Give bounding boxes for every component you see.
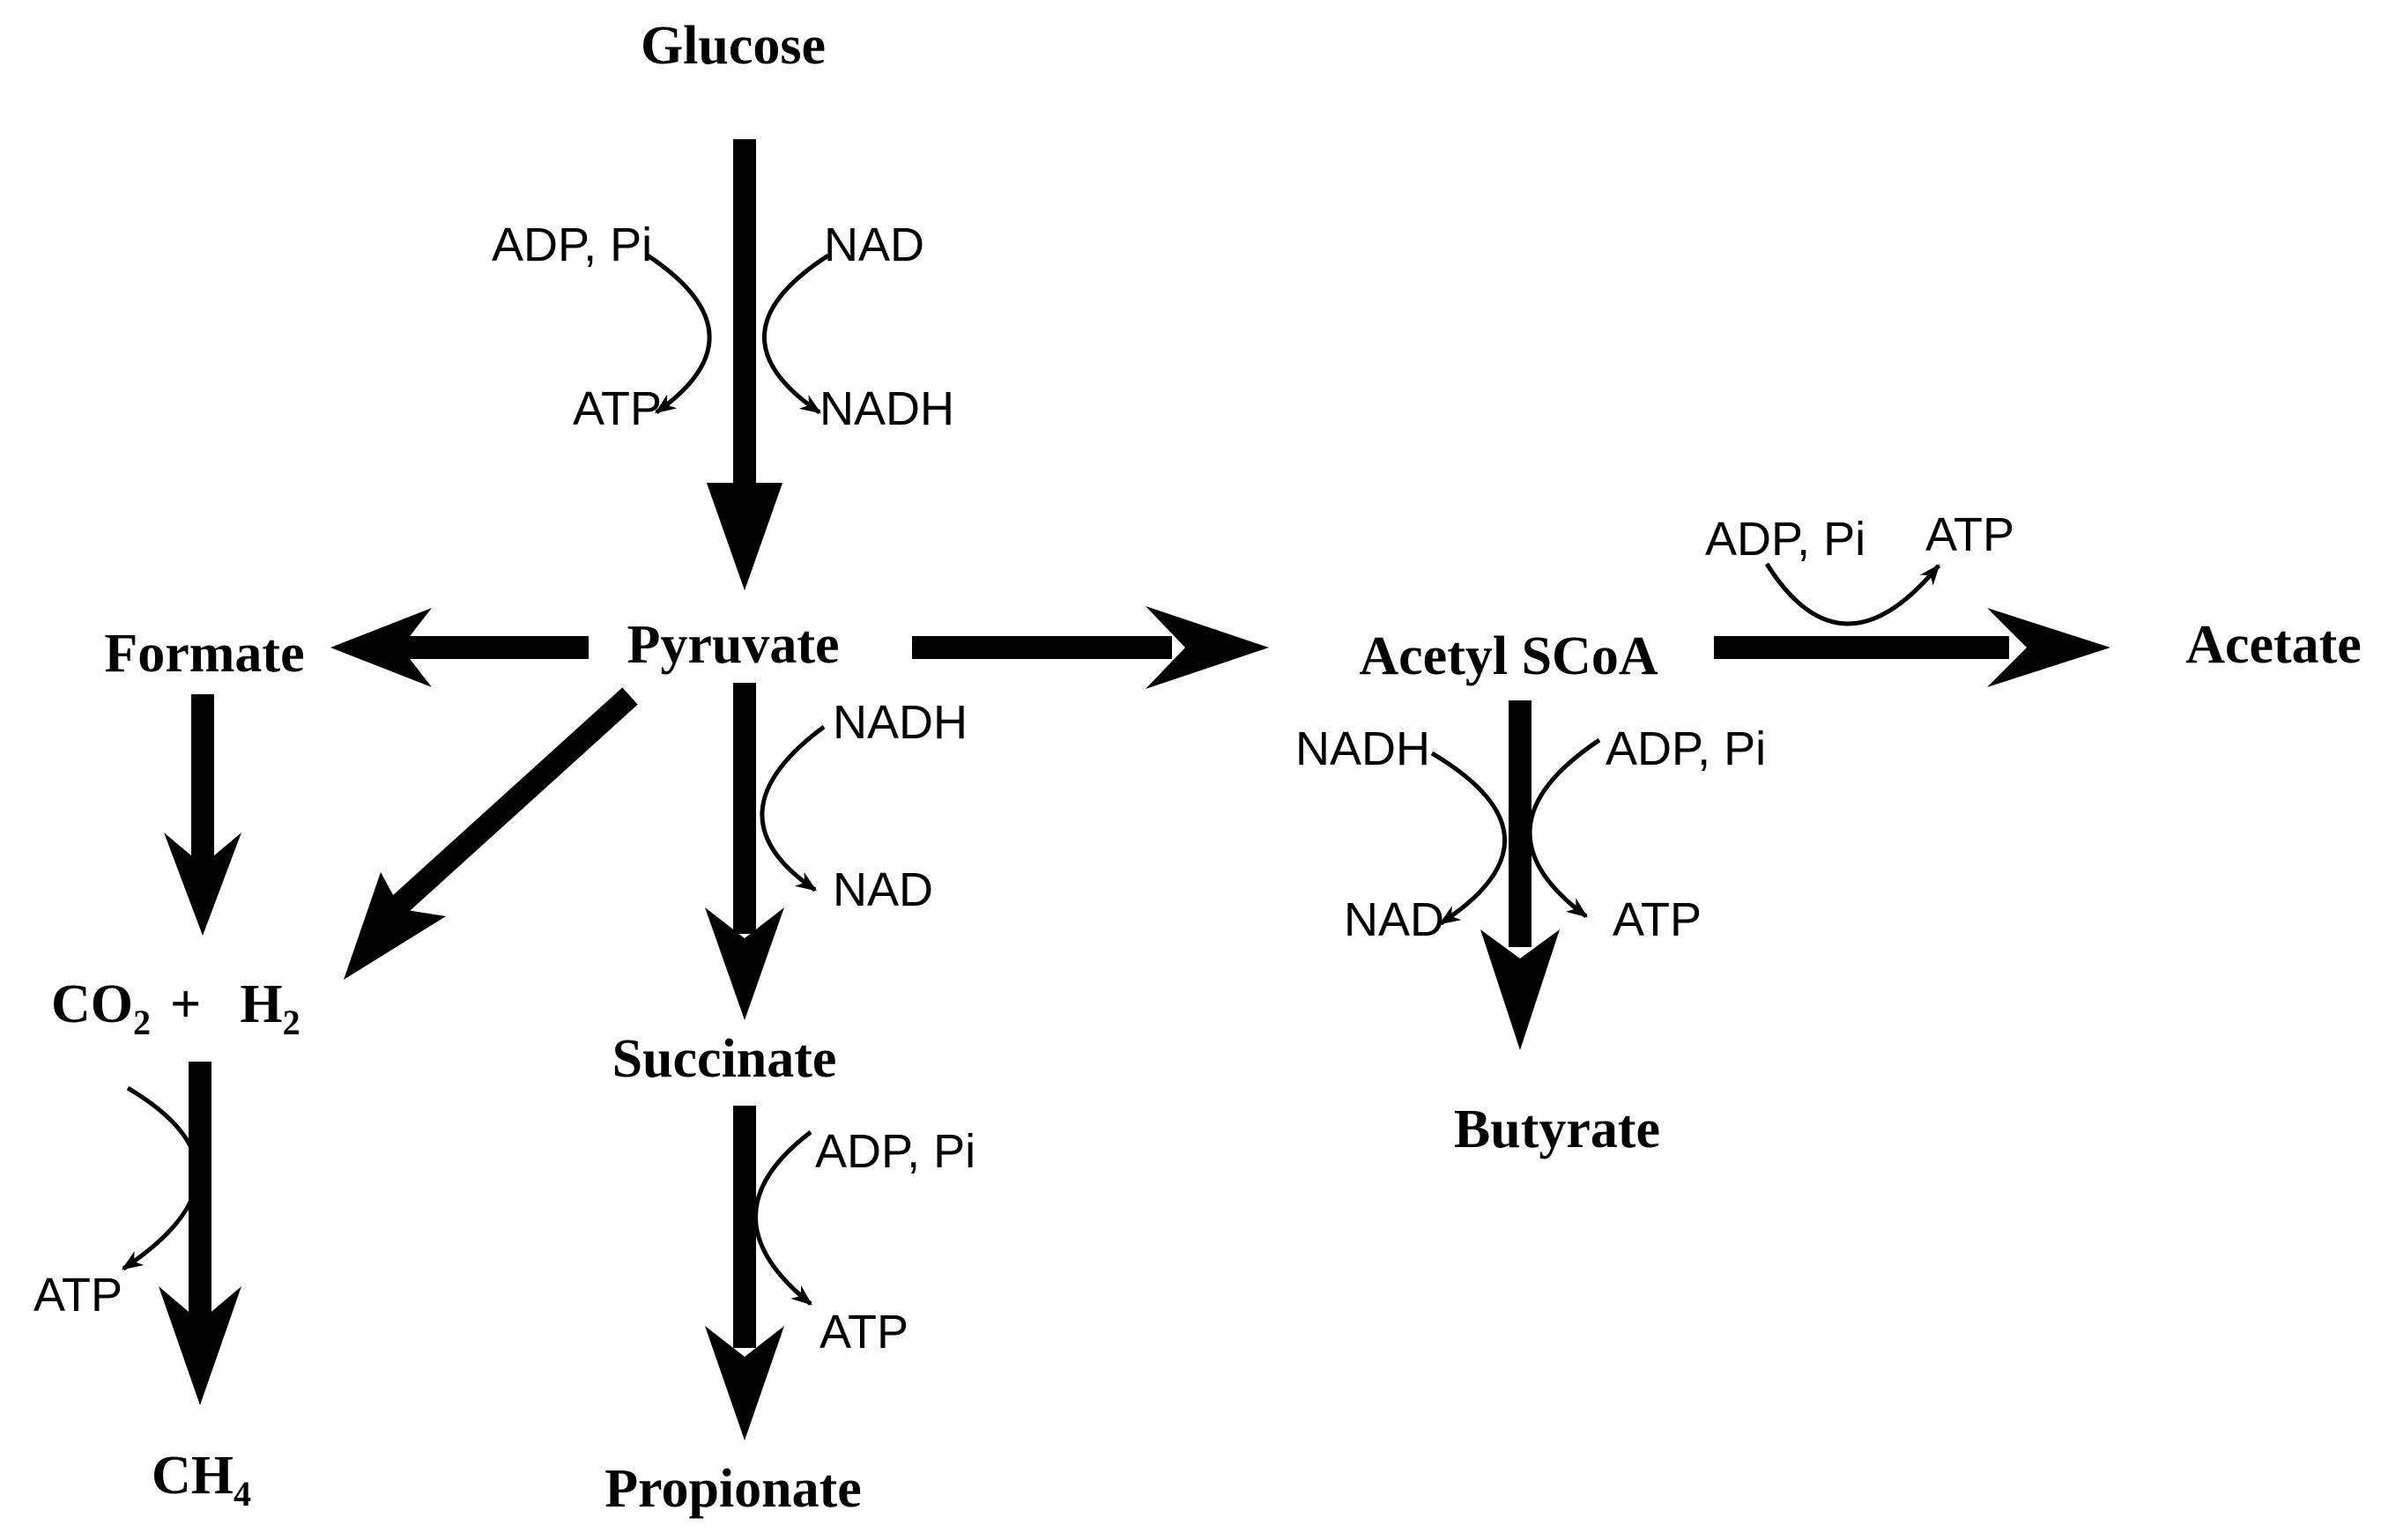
arrow-succinate-to-propionate xyxy=(705,1106,784,1440)
butyrate-cofactors: NADH ADP, Pi NAD ATP xyxy=(1295,722,1766,946)
butyrate-nad: NAD xyxy=(1344,893,1444,946)
glycolysis-nad: NAD xyxy=(824,218,924,271)
succinate-cofactors: NADH NAD xyxy=(760,696,968,916)
formate-label: Formate xyxy=(104,624,304,684)
methane-cofactors: ATP xyxy=(33,1085,200,1322)
arrow-co2-h2-to-methane xyxy=(159,1062,241,1405)
arrow-formate-to-co2-h2 xyxy=(164,694,241,936)
svg-text:CH4: CH4 xyxy=(152,1446,251,1514)
butyrate-nadh: NADH xyxy=(1295,722,1430,775)
glycolysis-cofactors: ADP, Pi NAD ATP NADH xyxy=(492,218,954,435)
butyrate-atp: ATP xyxy=(1613,893,1702,946)
succinate-nad: NAD xyxy=(833,863,933,916)
succinate-nadh: NADH xyxy=(833,696,968,749)
arrow-acetyl-scoa-to-acetate xyxy=(1714,608,2110,687)
glycolysis-adp-pi: ADP, Pi xyxy=(492,218,652,271)
propionate-adp-pi: ADP, Pi xyxy=(815,1125,975,1178)
co2-h2-label: CO2+H2 xyxy=(51,974,300,1042)
arrow-glucose-to-pyruvate xyxy=(707,139,782,590)
butyrate-label: Butyrate xyxy=(1454,1099,1660,1159)
arrow-pyruvate-to-acetyl-scoa xyxy=(912,606,1269,689)
glycolysis-nadh: NADH xyxy=(820,382,954,435)
glycolysis-atp: ATP xyxy=(573,382,662,435)
acetyl-scoa-label: Acetyl SCoA xyxy=(1359,626,1658,686)
methane-label: CH4 xyxy=(152,1446,251,1514)
propionate-label: Propionate xyxy=(604,1459,862,1519)
propionate-atp: ATP xyxy=(820,1306,909,1359)
butyrate-adp-pi: ADP, Pi xyxy=(1606,722,1766,775)
methane-atp: ATP xyxy=(33,1269,122,1322)
acetate-adp-pi: ADP, Pi xyxy=(1705,513,1865,566)
acetate-cofactors: ADP, Pi ATP xyxy=(1705,508,2014,626)
propionate-cofactors: ADP, Pi ATP xyxy=(753,1125,975,1359)
acetate-atp: ATP xyxy=(1925,508,2014,561)
arrow-pyruvate-to-co2-h2 xyxy=(344,687,638,980)
glucose-label: Glucose xyxy=(641,16,826,76)
pyruvate-label: Pyruvate xyxy=(627,615,839,675)
succinate-label: Succinate xyxy=(612,1029,837,1089)
acetate-label: Acetate xyxy=(2185,615,2362,675)
arrow-acetyl-scoa-to-butyrate xyxy=(1480,700,1560,1050)
arrow-pyruvate-to-formate xyxy=(330,608,589,687)
svg-text:CO2+H2: CO2+H2 xyxy=(51,974,300,1042)
arrow-pyruvate-to-succinate xyxy=(705,683,784,1020)
